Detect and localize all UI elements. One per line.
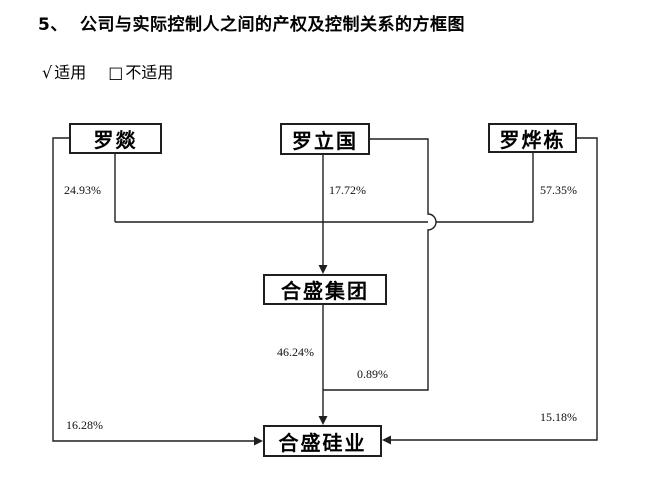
pct-label-luoliguo-group: 17.72% — [329, 183, 366, 197]
applicable-option: √适用 — [42, 63, 86, 82]
check-mark-icon: √ — [42, 63, 53, 82]
section-title-text: 公司与实际控制人之间的产权及控制关系的方框图 — [80, 15, 465, 35]
arrowhead-into-hoshine-top — [318, 416, 328, 425]
arrowhead-into-hoshine-right — [382, 435, 391, 445]
pct-label-luoyedong-group: 57.35% — [540, 183, 577, 197]
edge-line-luoliguo-to-hoshine — [323, 138, 437, 391]
arrowhead-into-hoshine-left — [254, 436, 263, 446]
node-luo-yi: 罗燚 — [69, 123, 162, 154]
pct-label-luoliguo-hoshine: 0.89% — [357, 367, 388, 381]
not-applicable-option: □不适用 — [108, 63, 173, 82]
not-applicable-label: 不适用 — [125, 63, 174, 82]
section-number: 5、 — [38, 15, 68, 35]
node-hesheng-group: 合盛集团 — [263, 274, 387, 305]
pct-label-luoyedong-hoshine: 15.18% — [540, 410, 577, 424]
pct-label-group-hoshine: 46.24% — [277, 345, 314, 359]
edge-line-luoyi-to-hoshine — [52, 137, 254, 442]
node-hoshine-silicon: 合盛硅业 — [263, 425, 382, 457]
node-luo-yedong: 罗烨栋 — [488, 123, 577, 153]
section-title: 5、公司与实际控制人之间的产权及控制关系的方框图 — [38, 10, 465, 35]
node-luo-liguo: 罗立国 — [280, 123, 370, 155]
empty-checkbox-icon: □ — [108, 63, 124, 82]
arrowhead-into-group-top — [318, 265, 328, 274]
pct-label-luoyi-hoshine: 16.28% — [66, 418, 103, 432]
edge-line-luoyedong-to-hoshine — [391, 137, 598, 441]
applicable-label: 适用 — [54, 63, 87, 82]
pct-label-luoyi-group: 24.93% — [64, 183, 101, 197]
applicability-row: √适用 □不适用 — [42, 59, 173, 83]
